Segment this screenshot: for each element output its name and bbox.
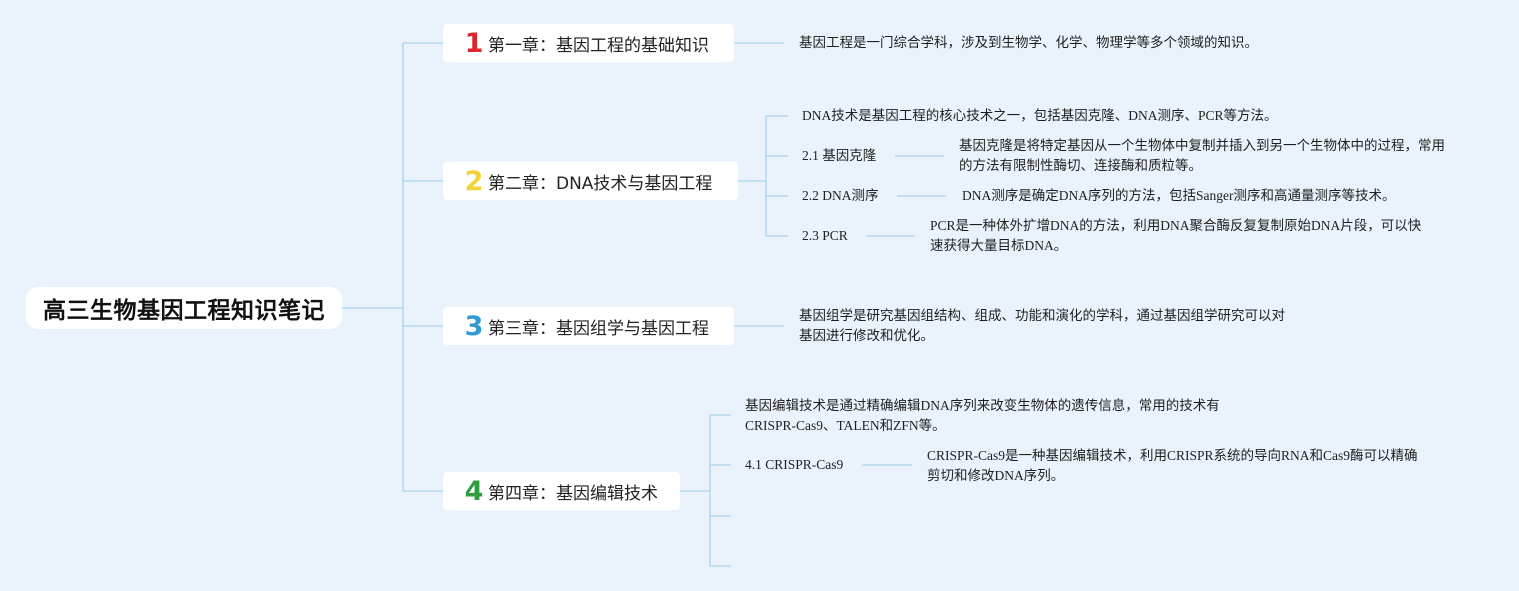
chapter-3-number: 3 [464,310,484,342]
chapter-2-number: 2 [464,165,484,197]
chapter-3-note[interactable]: 基因组学是研究基因组结构、组成、功能和演化的学科，通过基因组学研究可以对基因进行… [799,308,1285,343]
chapter-3-node[interactable]: 3 第三章：基因组学与基因工程 [443,307,734,345]
chapter-4-sub-1-label[interactable]: 4.1 CRISPR-Cas9 [745,457,844,472]
chapter-4-node[interactable]: 4 第四章：基因编辑技术 [443,472,680,510]
chapter-2-node[interactable]: 2 第二章：DNA技术与基因工程 [443,162,738,200]
chapter-2-title: 第二章：DNA技术与基因工程 [488,173,713,194]
chapter-2-sub-2-note[interactable]: DNA测序是确定DNA序列的方法，包括Sanger测序和高通量测序等技术。 [962,188,1396,203]
chapter-1-note[interactable]: 基因工程是一门综合学科，涉及到生物学、化学、物理学等多个领域的知识。 [799,35,1258,50]
chapter-1-node[interactable]: 1 第一章：基因工程的基础知识 [443,24,734,62]
chapter-4-title: 第四章：基因编辑技术 [488,483,658,504]
root-title: 高三生物基因工程知识笔记 [43,298,325,324]
chapter-1-number: 1 [464,27,484,59]
chapter-3-title: 第三章：基因组学与基因工程 [488,318,709,339]
chapter-2-sub-2-label[interactable]: 2.2 DNA测序 [802,188,879,203]
chapter-2-sub-1-note[interactable]: 基因克隆是将特定基因从一个生物体中复制并插入到另一个生物体中的过程，常用的方法有… [959,138,1445,173]
chapter-4-sub-1-note[interactable]: CRISPR-Cas9是一种基因编辑技术，利用CRISPR系统的导向RNA和Ca… [927,448,1418,483]
chapter-1-title: 第一章：基因工程的基础知识 [488,35,709,56]
chapter-2-sub-3-label[interactable]: 2.3 PCR [802,228,848,243]
root-topic[interactable]: 高三生物基因工程知识笔记 [26,287,342,329]
chapter-4-note[interactable]: 基因编辑技术是通过精确编辑DNA序列来改变生物体的遗传信息，常用的技术有CRIS… [745,398,1220,433]
chapter-2-sub-3-note[interactable]: PCR是一种体外扩增DNA的方法，利用DNA聚合酶反复复制原始DNA片段，可以快… [930,218,1422,253]
chapter-4-number: 4 [464,475,484,507]
chapter-2-sub-1-label[interactable]: 2.1 基因克隆 [802,148,877,163]
chapter-2-note[interactable]: DNA技术是基因工程的核心技术之一，包括基因克隆、DNA测序、PCR等方法。 [802,108,1278,123]
